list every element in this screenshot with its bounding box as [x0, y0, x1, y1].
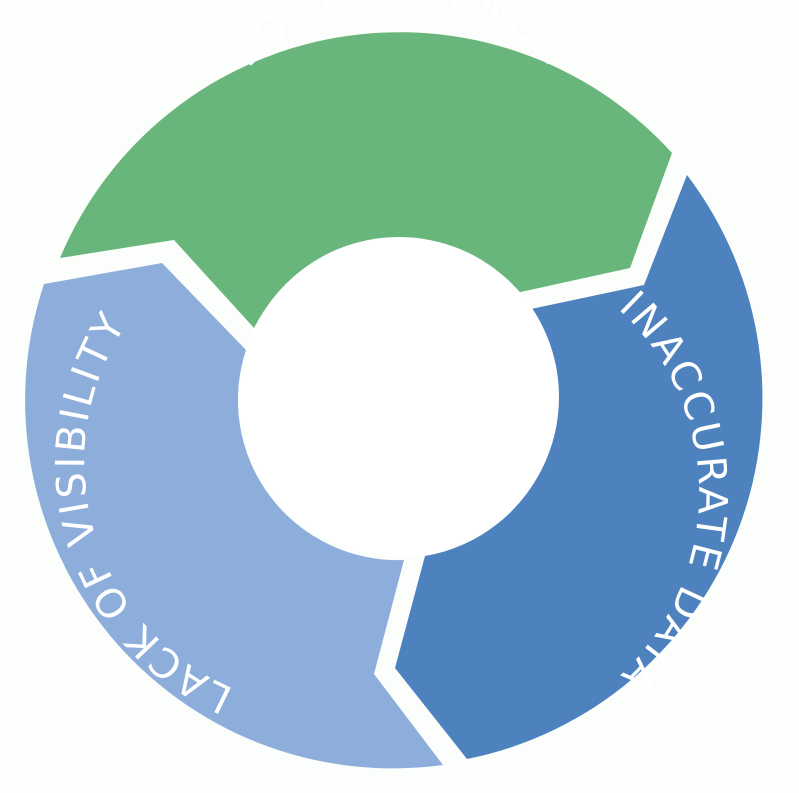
segment-lack-of-visibility — [25, 263, 444, 769]
center-circle — [239, 237, 559, 557]
segment-lost-revenue — [60, 32, 672, 328]
segment-inaccurate-data — [395, 175, 763, 759]
